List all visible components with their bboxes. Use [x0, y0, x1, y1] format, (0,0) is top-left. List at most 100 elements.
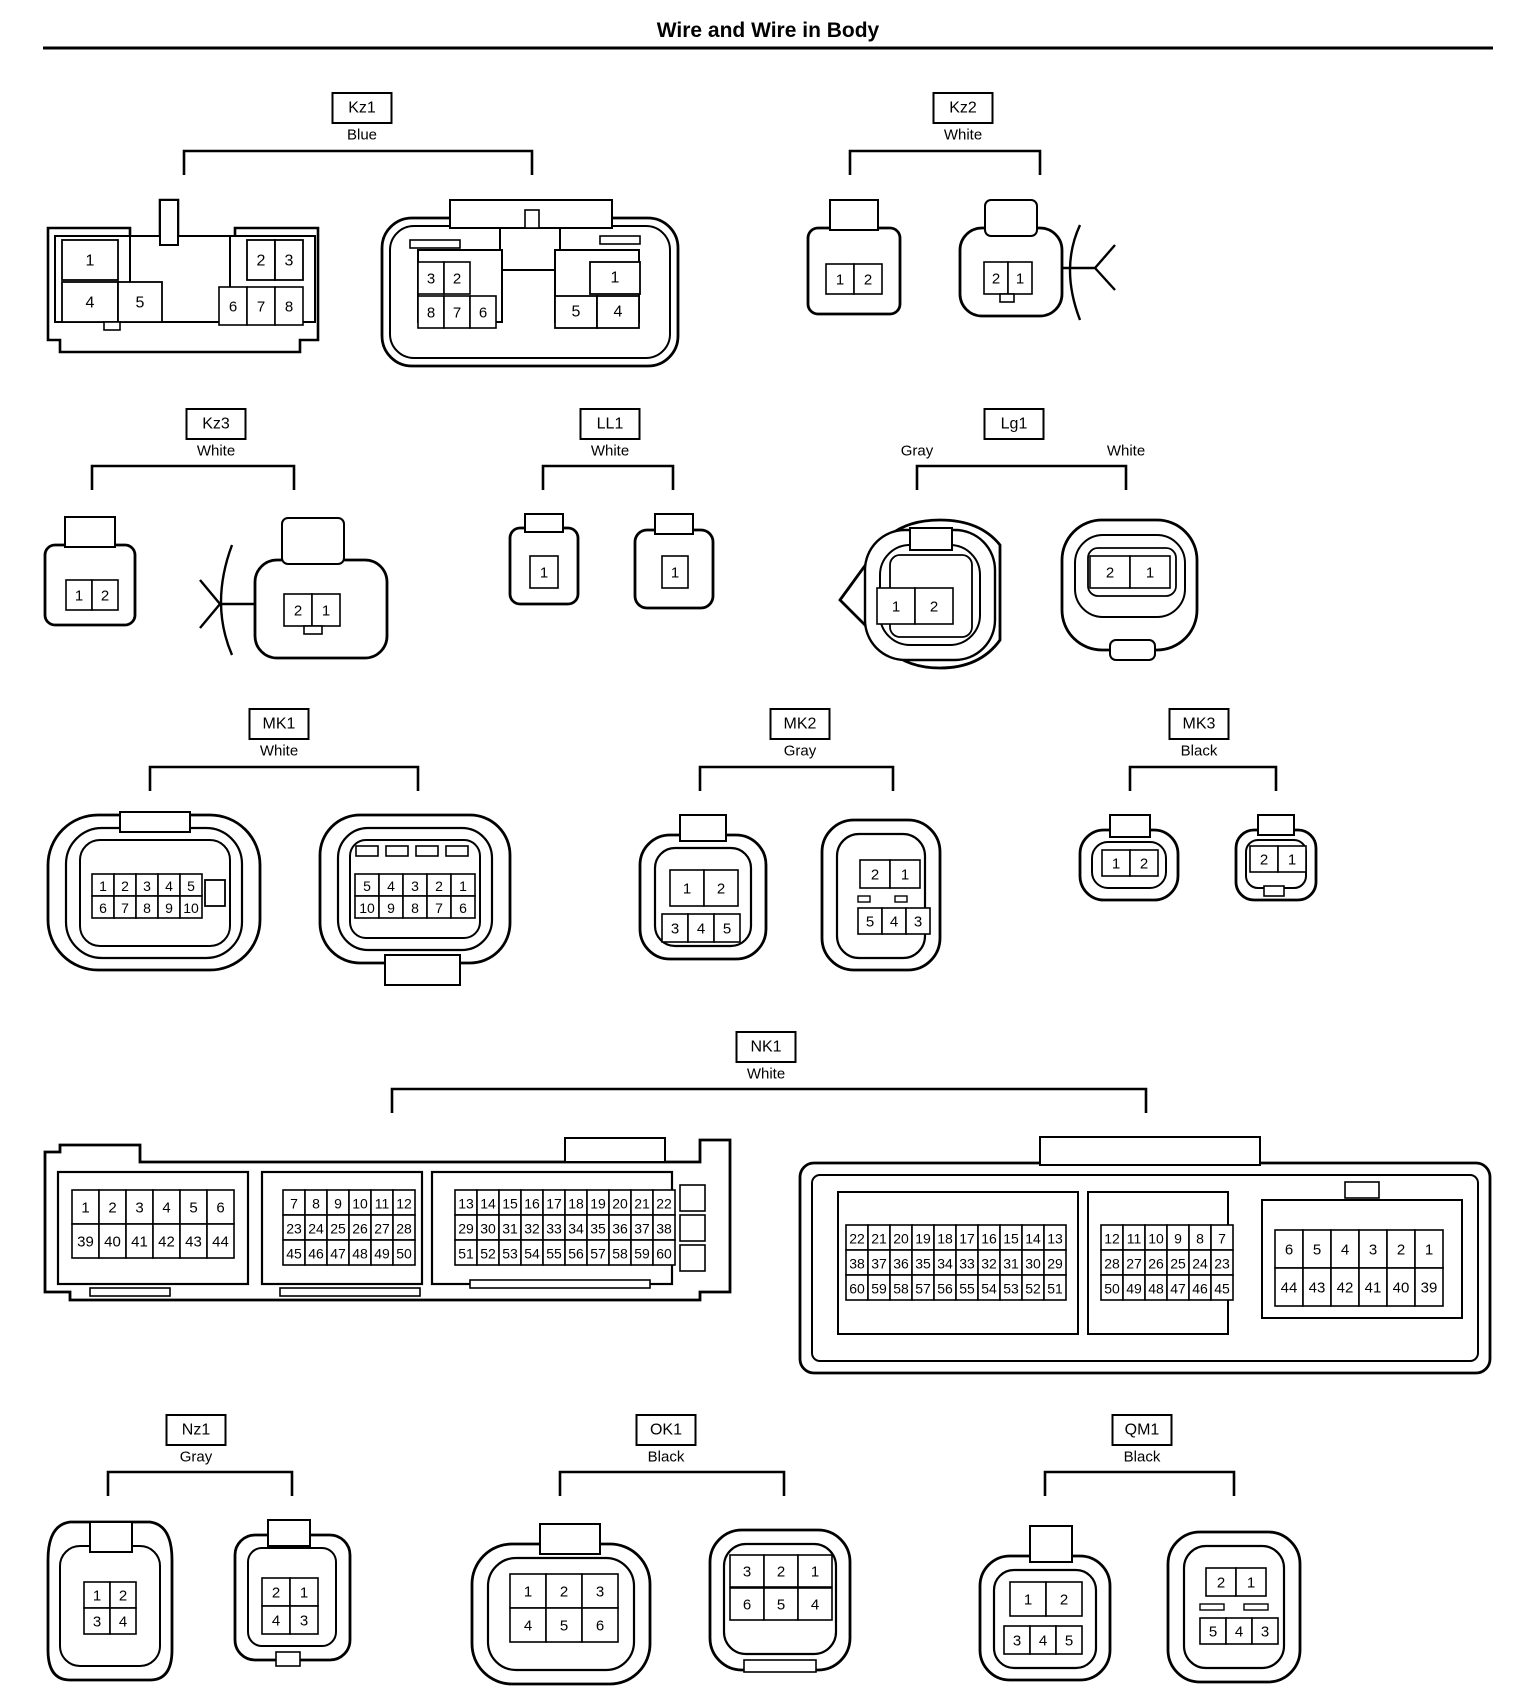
connector-code: LL1: [597, 416, 624, 433]
pin-number: 4: [614, 304, 623, 321]
pin-number: 5: [136, 295, 145, 312]
pin-number: 35: [590, 1221, 606, 1237]
pin-number: 21: [634, 1196, 650, 1212]
pin-number: 60: [656, 1246, 672, 1262]
pin-number: 27: [1126, 1256, 1142, 1272]
pin-number: 47: [1170, 1281, 1186, 1297]
pin-number: 4: [86, 295, 95, 312]
pin-number: 16: [524, 1196, 540, 1212]
pin-number: 1: [300, 1585, 308, 1602]
connector-code: QM1: [1125, 1422, 1160, 1439]
pin-number: 2: [871, 867, 879, 884]
pin-number: 5: [363, 878, 371, 894]
pin-number: 52: [480, 1246, 496, 1262]
pin-number: 47: [330, 1246, 346, 1262]
pin-number: 7: [1218, 1231, 1226, 1247]
wire-color: White: [944, 127, 982, 144]
page-title: Wire and Wire in Body: [656, 19, 880, 42]
pin-number: 44: [1281, 1280, 1298, 1297]
pin-number: 4: [119, 1614, 127, 1631]
pin-number: 54: [981, 1281, 997, 1297]
pin-number: 4: [811, 1597, 819, 1614]
pin-number: 24: [1192, 1256, 1208, 1272]
connector-code: OK1: [650, 1422, 682, 1439]
pin-number: 2: [1260, 852, 1268, 869]
pin-number: 11: [375, 1196, 390, 1212]
pin-number: 1: [459, 878, 467, 894]
pin-number: 6: [743, 1597, 751, 1614]
pin-number: 4: [890, 914, 898, 931]
pin-number: 2: [1217, 1575, 1225, 1592]
pin-number: 28: [396, 1221, 412, 1237]
pin-number: 51: [1047, 1281, 1063, 1297]
pin-number: 6: [1285, 1242, 1293, 1259]
pin-number: 40: [104, 1234, 121, 1251]
pin-number: 1: [683, 881, 691, 898]
pin-number: 4: [1039, 1633, 1047, 1650]
pin-number: 5: [723, 921, 731, 938]
connector-code: MK1: [263, 716, 296, 733]
pin-number: 1: [1024, 1592, 1032, 1609]
pin-number: 3: [743, 1564, 751, 1581]
pin-number: 14: [480, 1196, 496, 1212]
pin-number: 1: [1016, 271, 1024, 288]
pin-number: 4: [162, 1200, 170, 1217]
wire-color: White: [747, 1066, 785, 1083]
pin-number: 48: [352, 1246, 368, 1262]
pin-number: 1: [322, 603, 330, 620]
pin-number: 3: [135, 1200, 143, 1217]
pin-number: 5: [1065, 1633, 1073, 1650]
pin-number: 16: [981, 1231, 997, 1247]
wire-color-right: White: [1107, 443, 1145, 460]
pin-number: 2: [717, 881, 725, 898]
pin-number: 1: [901, 867, 909, 884]
pin-number: 49: [374, 1246, 390, 1262]
pin-number: 54: [524, 1246, 540, 1262]
pin-number: 24: [308, 1221, 324, 1237]
pin-number: 25: [330, 1221, 346, 1237]
pin-number: 9: [334, 1196, 342, 1212]
pin-number: 57: [590, 1246, 606, 1262]
pin-number: 6: [459, 900, 467, 916]
connector-code: MK2: [784, 716, 817, 733]
pin-number: 56: [568, 1246, 584, 1262]
pin-number: 1: [811, 1564, 819, 1581]
pin-number: 2: [294, 603, 302, 620]
pin-number: 1: [611, 270, 620, 287]
pin-number: 5: [777, 1597, 785, 1614]
pin-number: 28: [1104, 1256, 1120, 1272]
pin-number: 35: [915, 1256, 931, 1272]
pin-number: 4: [272, 1613, 280, 1630]
pin-number: 30: [1025, 1256, 1041, 1272]
pin-number: 53: [502, 1246, 518, 1262]
pin-number: 36: [612, 1221, 628, 1237]
pin-number: 2: [560, 1584, 568, 1601]
pin-number: 2: [1397, 1242, 1405, 1259]
pin-number: 3: [596, 1584, 604, 1601]
pin-number: 21: [871, 1231, 887, 1247]
pin-number: 1: [1288, 852, 1296, 869]
pin-number: 43: [1309, 1280, 1326, 1297]
pin-number: 43: [185, 1234, 202, 1251]
pin-number: 22: [849, 1231, 865, 1247]
pin-number: 4: [697, 921, 705, 938]
pin-number: 55: [959, 1281, 975, 1297]
wire-color: Black: [1181, 743, 1218, 760]
pin-number: 3: [427, 271, 435, 288]
pin-number: 17: [959, 1231, 975, 1247]
pin-number: 45: [286, 1246, 302, 1262]
pin-number: 29: [458, 1221, 474, 1237]
pin-number: 31: [502, 1221, 518, 1237]
pin-number: 31: [1003, 1256, 1019, 1272]
pin-number: 1: [892, 599, 900, 616]
pin-number: 5: [1313, 1242, 1321, 1259]
pin-number: 15: [1003, 1231, 1019, 1247]
